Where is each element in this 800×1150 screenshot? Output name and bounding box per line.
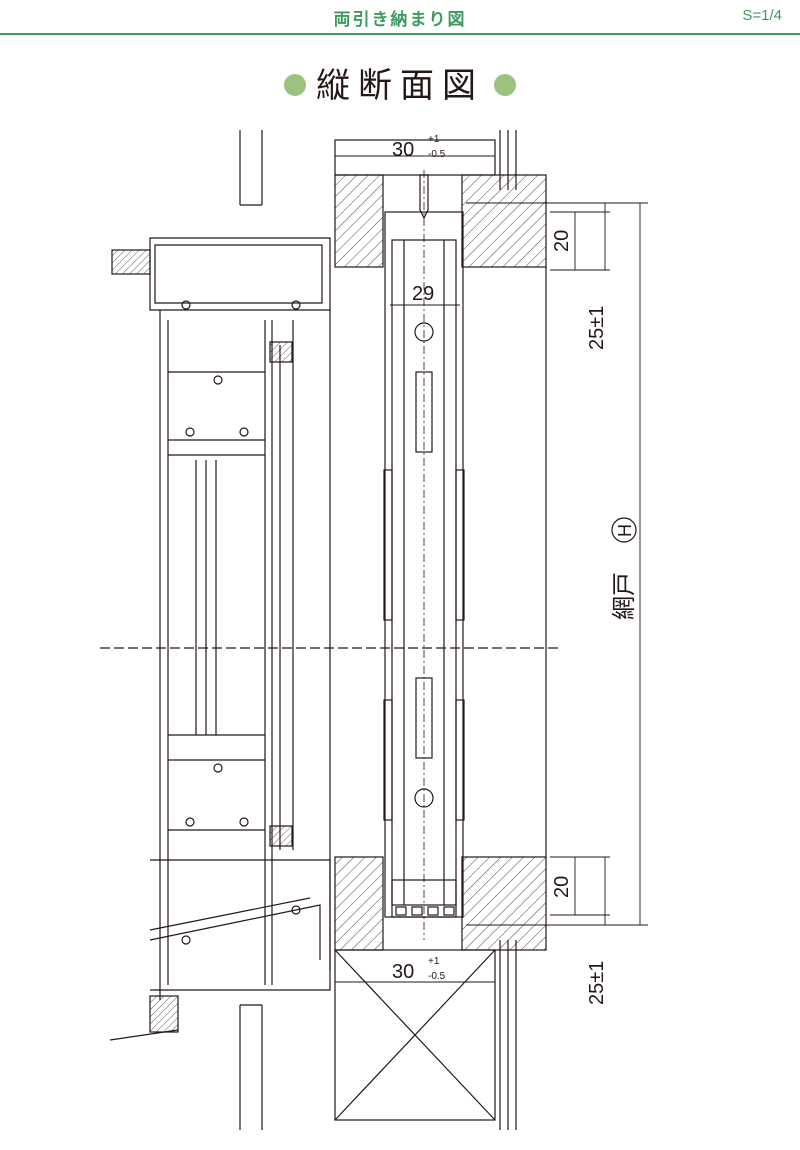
dim-inner-width: 29 — [412, 283, 434, 305]
glazing-lines — [499, 130, 547, 1130]
dim-top-width: 30 — [392, 139, 414, 161]
scale-label: S=1/4 — [742, 7, 782, 24]
screw-icon — [419, 174, 429, 220]
height-symbol-circle — [611, 517, 637, 543]
dim-top-tol-plus: +1 — [428, 134, 440, 145]
catch-top-icon — [415, 371, 433, 453]
window-frame-profile — [109, 130, 331, 1130]
bullet-dot-icon — [494, 73, 516, 96]
catch-bottom-icon — [415, 677, 433, 759]
head-jamb-hatched — [334, 139, 547, 268]
dim-bottom-width: 30 — [392, 961, 414, 983]
dimension-lines — [335, 155, 648, 983]
bullet-dot-icon — [284, 73, 306, 96]
header-bar: 両引き納まり図 S=1/4 — [0, 0, 800, 35]
roller-top-icon — [414, 322, 434, 342]
dim-screen-height-symbol: H — [615, 524, 635, 537]
drawing-heading-text: 縦断面図 — [316, 66, 484, 106]
dim-bottom-rail: 20 — [551, 876, 573, 898]
dim-top-rail: 20 — [551, 230, 573, 252]
dim-top-tol-minus: -0.5 — [428, 149, 446, 160]
section-drawing: 30 +1 -0.5 29 30 +1 -0.5 20 25±1 網戸 H 20… — [100, 130, 648, 1130]
dim-clearance-bottom: 25±1 — [586, 961, 608, 1005]
sill-hatched — [334, 856, 547, 1121]
dim-screen-height-label: 網戸 — [611, 572, 638, 620]
screen-door-section — [383, 170, 465, 940]
dim-bottom-tol-plus: +1 — [428, 956, 440, 967]
page-title: 両引き納まり図 — [333, 10, 467, 30]
drawing-heading: 縦断面図 — [0, 58, 800, 107]
roller-bottom-icon — [414, 788, 434, 808]
dim-bottom-tol-minus: -0.5 — [428, 971, 446, 982]
dim-clearance-top: 25±1 — [586, 306, 608, 350]
dimension-labels: 30 +1 -0.5 29 30 +1 -0.5 20 25±1 網戸 H 20… — [392, 134, 638, 1005]
header-divider — [0, 33, 800, 35]
